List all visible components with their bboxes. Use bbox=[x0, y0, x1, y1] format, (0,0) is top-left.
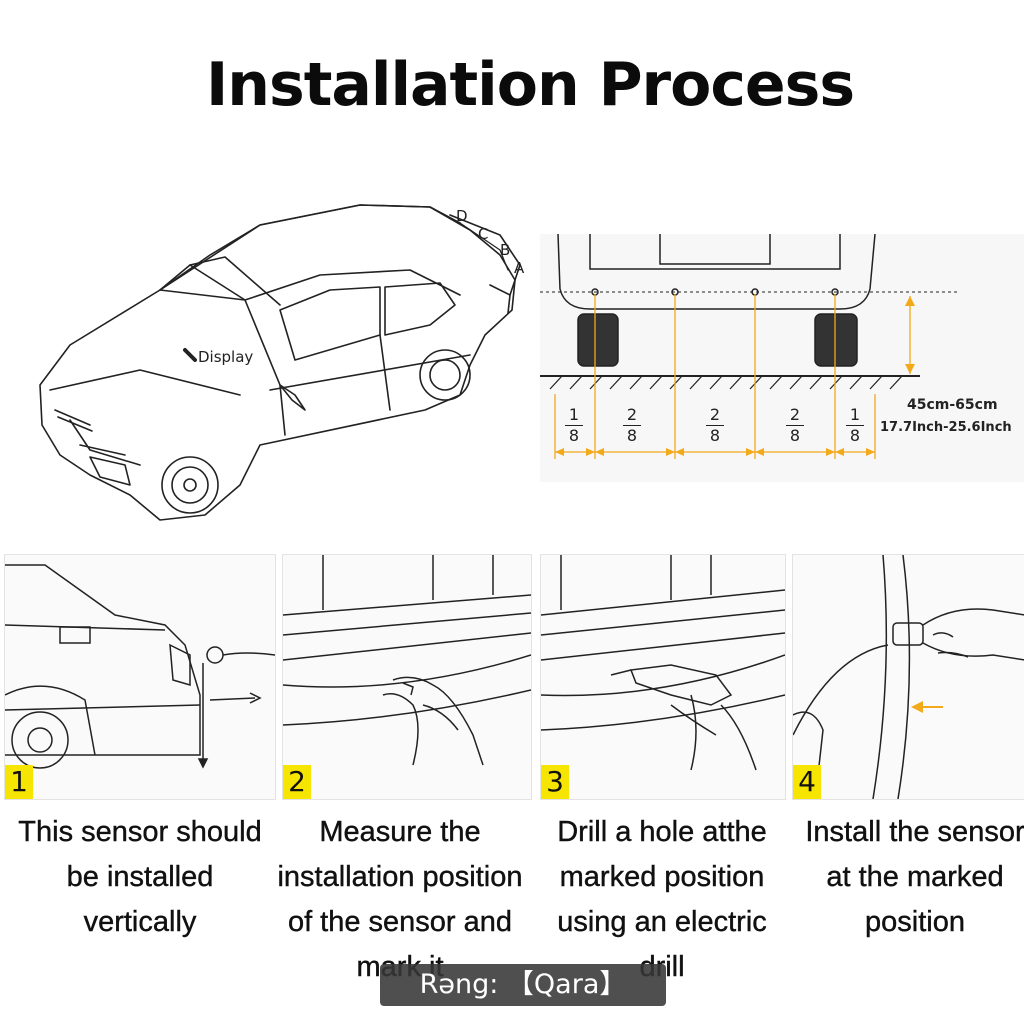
step-number: 4 bbox=[793, 765, 821, 799]
display-label: Display bbox=[198, 348, 253, 366]
step-panel-2: 2 bbox=[282, 554, 532, 800]
height-range-cm: 45cm-65cm bbox=[907, 397, 998, 413]
step-caption-4: Install the sensor at the marked positio… bbox=[805, 816, 1024, 938]
sensor-label-b: B bbox=[500, 241, 510, 259]
step-caption-2: Measure the installation position of the… bbox=[277, 816, 523, 983]
step-number: 2 bbox=[283, 765, 311, 799]
sensor-label-a: A bbox=[514, 259, 525, 277]
sensor-label-c: C bbox=[478, 225, 488, 243]
car-illustration: D C B A Display bbox=[39, 204, 525, 521]
page-title: Installation Process bbox=[205, 50, 855, 120]
step-caption-1: This sensor should be installed vertical… bbox=[18, 816, 262, 938]
step-number: 3 bbox=[541, 765, 569, 799]
step-panel-4: 4 bbox=[792, 554, 1024, 800]
step-number: 1 bbox=[5, 765, 33, 799]
sensor-label-d: D bbox=[456, 207, 468, 225]
height-range-inch: 17.7Inch-25.6Inch bbox=[880, 420, 1012, 435]
step-panel-3: 3 bbox=[540, 554, 786, 800]
color-option-badge: Rəng: 【Qara】 bbox=[380, 964, 666, 1006]
step-panel-1: 1 bbox=[4, 554, 276, 800]
step-caption-3: Drill a hole atthe marked position using… bbox=[557, 816, 767, 983]
